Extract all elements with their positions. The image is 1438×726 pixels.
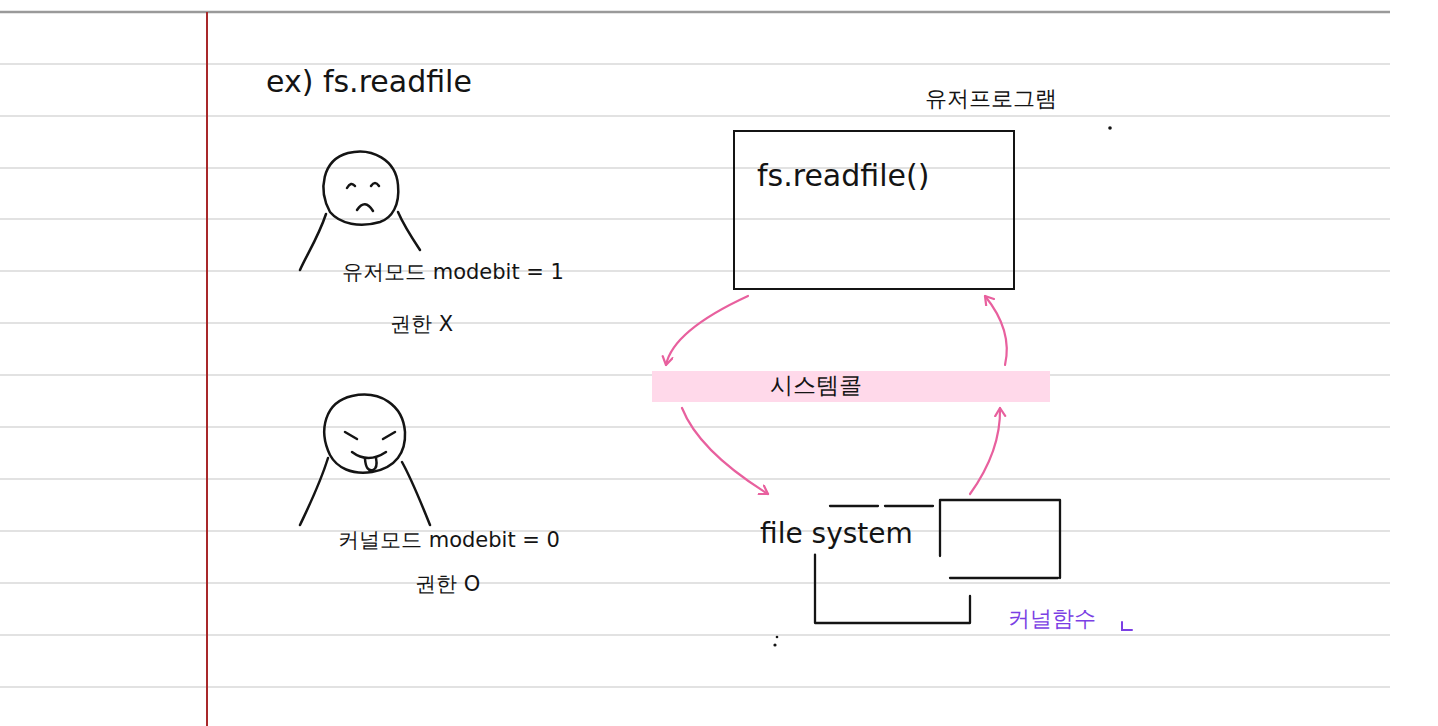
margin-line <box>206 12 208 726</box>
kernel-function-note: 커널함수 <box>1008 606 1096 632</box>
code-call: fs.readfile() <box>757 158 929 194</box>
permission-label: 권한 X <box>390 312 453 337</box>
flow-arrow <box>970 408 1000 494</box>
mode-label: 커널모드 modebit = 0 <box>338 528 560 553</box>
band-label: 시스템콜 <box>770 372 862 400</box>
flow-arrow <box>666 296 748 365</box>
permission-label: 권한 O <box>415 572 480 597</box>
mode-label: 유저모드 modebit = 1 <box>342 260 564 285</box>
pen-dot <box>773 643 776 646</box>
pointer-mark <box>1122 622 1132 630</box>
ruled-lines <box>0 64 1390 687</box>
sad-figure <box>300 152 420 270</box>
system-call-band: 시스템콜 <box>652 371 1050 402</box>
flow-arrow <box>682 408 768 494</box>
flow-arrow <box>985 296 1007 365</box>
top-rule <box>0 11 1390 14</box>
pen-dot <box>776 636 779 639</box>
example-title: ex) fs.readfile <box>266 64 472 100</box>
happy-figure <box>300 395 430 525</box>
box-heading: 유저프로그램 <box>925 86 1057 112</box>
pen-dot <box>1108 126 1112 130</box>
file-system-label: file system <box>760 517 913 551</box>
user-program-box: 유저프로그램fs.readfile() <box>733 130 1015 290</box>
